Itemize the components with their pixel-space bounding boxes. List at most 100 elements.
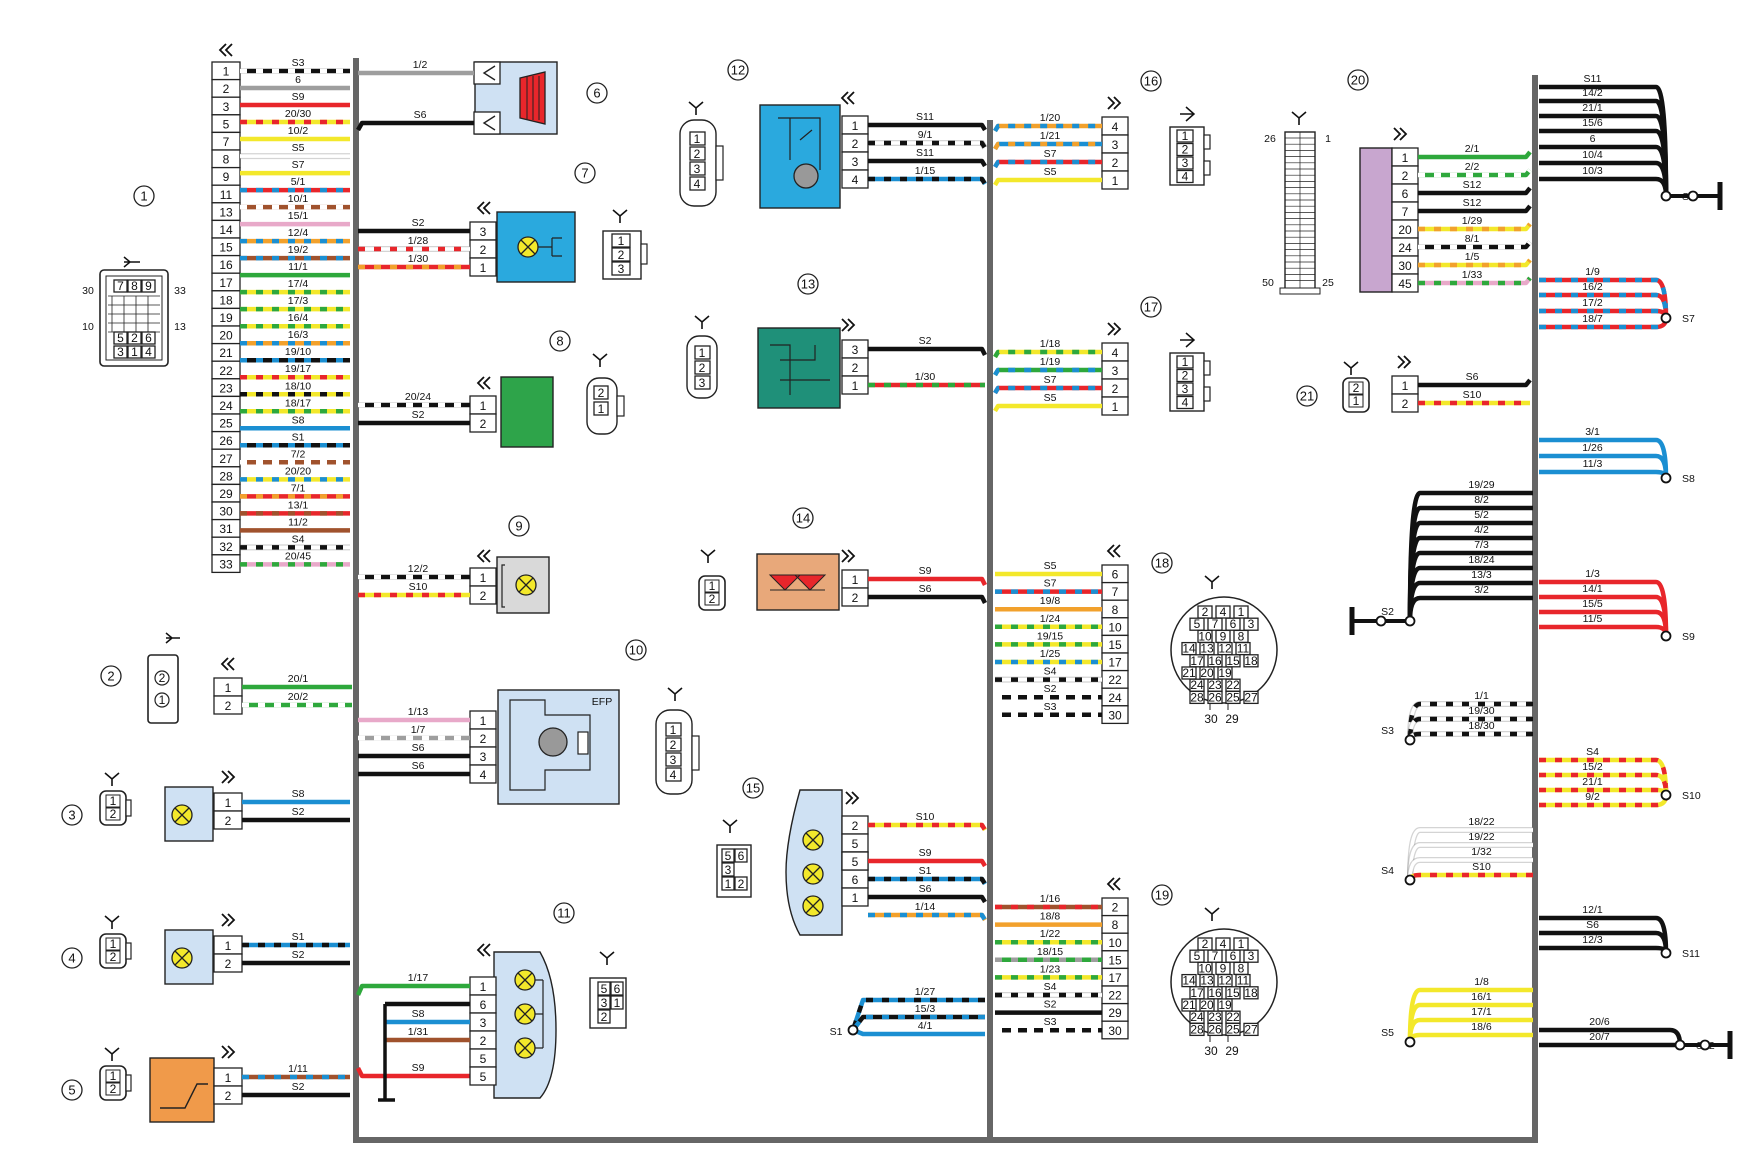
connector-5-housing-cell-2: 2 [110, 1082, 117, 1096]
connector-18-number-text: 18 [1155, 556, 1169, 571]
c16-wire-3 [993, 177, 1102, 187]
c3-wire-label-1: S2 [292, 806, 305, 818]
connector-2-housing: 21 [147, 632, 180, 724]
connector-19-housing-cell-29b: 29 [1225, 1044, 1239, 1058]
c20-pin-1-label: 1 [1402, 151, 1409, 165]
c13-house-3: 3 [699, 376, 706, 390]
c17-wire-label-1: 1/19 [1040, 356, 1061, 368]
c17-wire-label-2: S7 [1044, 374, 1057, 386]
c1-house-8: 8 [131, 279, 138, 293]
c1-wire-label-7: 5/1 [291, 176, 306, 188]
c20-wire-label-1: 2/2 [1465, 161, 1480, 173]
c4-wire-label-0: S1 [292, 931, 305, 943]
c1-pin-7: 7 [211, 131, 241, 151]
c21-pin-1-label: 1 [1402, 379, 1409, 393]
splice-s10-point [1660, 789, 1672, 801]
c1-wire-label-12: 11/1 [288, 261, 308, 273]
c20-block-50: 50 [1262, 277, 1274, 289]
c20-wire-label-4: 1/29 [1462, 215, 1483, 227]
connector-18-housing-cell-24: 24 [1190, 678, 1204, 692]
connector-1-chevron [218, 43, 233, 57]
splice-s2-label-3: 4/2 [1474, 524, 1489, 536]
splice-s5-label-2: 17/1 [1471, 1006, 1492, 1018]
connector-21-chevron [1397, 355, 1412, 369]
c8-pin-2: 2 [469, 413, 497, 433]
c20-block-1: 1 [1325, 133, 1331, 145]
c9-pin-2: 2 [469, 585, 497, 605]
c1-pin-33-label: 33 [219, 557, 233, 571]
connector-19: 281015172229301/1618/81/2218/151/23S4S2S… [995, 893, 1129, 1040]
c1-pin-17: 17 [211, 272, 241, 292]
connector-18-housing-cell-19: 19 [1218, 666, 1232, 680]
c1-pin-18-label: 18 [219, 293, 233, 307]
connector-18-housing-cell-17: 17 [1190, 654, 1204, 668]
s1-wire-0 [850, 997, 985, 1031]
c18-pin-24-label: 24 [1108, 691, 1122, 705]
connector-13-fork [694, 315, 710, 329]
c1-pin-8-label: 8 [223, 153, 230, 167]
c10-house-4: 4 [670, 768, 677, 782]
connector-19-housing-cell-30b: 30 [1204, 1044, 1218, 1058]
splice-s10-label-0: S4 [1586, 746, 1599, 758]
c16-pin-3-label: 3 [1112, 138, 1119, 152]
connector-1: 1235789111314151617181920212223242526272… [82, 57, 350, 574]
c1-pin-27-label: 27 [219, 452, 233, 466]
connector-18-housing-cell-26: 26 [1208, 690, 1222, 704]
c1-pin-28: 28 [211, 466, 241, 486]
connector-10-number-text: 10 [629, 643, 643, 658]
connector-5-fork [104, 1047, 120, 1061]
c20-wire-7 [1418, 276, 1532, 286]
c16-pin-1-label: 1 [1112, 174, 1119, 188]
splice-s9-wire-2 [1539, 609, 1669, 637]
connector-19-number-text: 19 [1155, 888, 1169, 903]
connector-19-chevron [1106, 877, 1121, 891]
c10-pin-1-label: 1 [480, 714, 487, 728]
c11-pin-3-label: 3 [480, 1016, 487, 1030]
connector-18-housing-cell-16: 16 [1208, 654, 1222, 668]
connector-18-housing-cell-6: 6 [1230, 617, 1237, 631]
connector-14-chevron [841, 549, 856, 563]
connector-18-housing-cell-27: 27 [1244, 690, 1258, 704]
splice-s2-name: S2 [1381, 606, 1394, 618]
c13-pin-2: 2 [841, 357, 869, 377]
connector-17-number: 17 [1140, 296, 1162, 318]
c1-pin-23: 23 [211, 378, 241, 398]
c1-wire-label-4: 10/2 [288, 125, 309, 137]
c1-pin-16-label: 16 [219, 258, 233, 272]
connector-18-housing-cell-5: 5 [1194, 617, 1201, 631]
c15-wire-label-3: S6 [919, 883, 932, 895]
c15-house-2: 2 [738, 877, 745, 891]
c20-wire-0 [1418, 150, 1532, 160]
splice-s9-wire-3 [1539, 624, 1669, 637]
c19-wire-label-2: 1/22 [1040, 928, 1061, 940]
c1-wire-label-18: 19/17 [285, 363, 311, 375]
c1-pin-27: 27 [211, 448, 241, 468]
c12-house-1: 1 [694, 132, 701, 146]
c11-pin-1-label: 1 [480, 980, 487, 994]
c21-wire-label-0: S6 [1466, 371, 1479, 383]
c20-pin-24-label: 24 [1398, 241, 1412, 255]
c7-wire-label-2: 1/30 [408, 253, 429, 265]
c20-pin-7: 7 [1391, 201, 1419, 221]
c7-wire-label-0: S2 [412, 217, 425, 229]
c1-pin-18: 18 [211, 290, 241, 310]
splice-s5: 1/816/117/118/6S5 [1381, 976, 1533, 1043]
splice-s2-label-5: 18/24 [1468, 554, 1494, 566]
splice-s6-label-1: 14/2 [1582, 87, 1603, 99]
splice-s6-label-4: 6 [1590, 133, 1596, 145]
c10-pin-2-label: 2 [480, 732, 487, 746]
c21-pin-2: 2 [1391, 393, 1419, 413]
splice-s2-wire-7 [1407, 595, 1533, 622]
c15-wire-label-0: S10 [916, 811, 935, 823]
connector-18-housing-cell-13: 13 [1200, 642, 1214, 656]
c12-wire-label-0: S11 [916, 111, 934, 123]
c16-pin-2: 2 [1101, 152, 1129, 172]
